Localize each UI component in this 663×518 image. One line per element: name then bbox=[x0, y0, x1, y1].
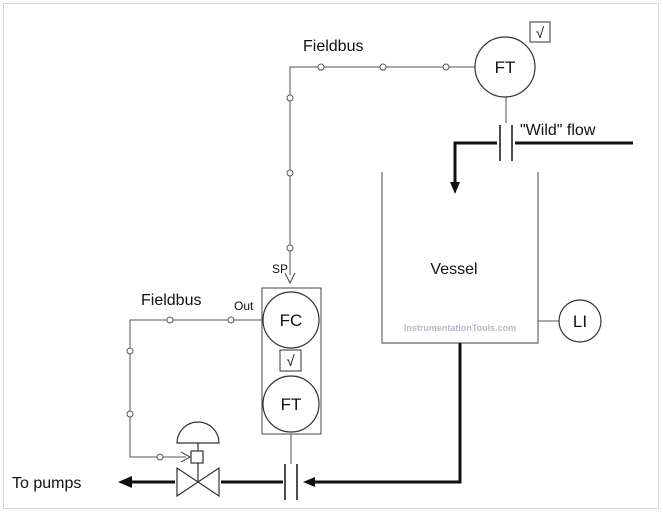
out-label: Out bbox=[234, 299, 254, 313]
bottom-fieldbus-label: Fieldbus bbox=[141, 292, 201, 309]
sqrt-icon-top: √ bbox=[536, 25, 545, 42]
sqrt-icon-bottom: √ bbox=[286, 353, 295, 370]
ft-bottom-circle bbox=[262, 375, 320, 433]
fc-label: FC bbox=[280, 311, 303, 330]
to-pumps-arrowhead bbox=[118, 476, 132, 488]
orifice-plate-bottom bbox=[284, 464, 298, 500]
wild-flow-label: "Wild" flow bbox=[520, 122, 596, 139]
vessel-outlet-pipe bbox=[313, 343, 462, 484]
top-fieldbus-label: Fieldbus bbox=[303, 38, 363, 55]
vessel-label: Vessel bbox=[430, 261, 477, 278]
to-pumps-label: To pumps bbox=[12, 475, 81, 492]
ft-top-label: FT bbox=[495, 58, 516, 77]
sp-label: SP bbox=[272, 262, 288, 276]
ft-top-circle bbox=[474, 36, 536, 98]
wild-flow-arrowhead bbox=[450, 182, 460, 194]
top-fieldbus-nodes bbox=[286, 63, 450, 252]
li-circle bbox=[558, 299, 602, 343]
figure-border bbox=[3, 3, 659, 509]
bottom-fieldbus-nodes bbox=[126, 316, 235, 461]
sqrt-box-bottom bbox=[279, 349, 302, 372]
vessel-outline bbox=[381, 172, 539, 344]
wild-flow-pipe bbox=[453, 141, 633, 185]
sqrt-box-top bbox=[529, 21, 551, 43]
fc-circle bbox=[262, 291, 320, 349]
top-fieldbus-line bbox=[289, 66, 475, 275]
watermark: InstrumentationTools.com bbox=[404, 323, 516, 333]
valve-signal-arrowhead bbox=[180, 451, 192, 463]
outlet-arrowhead bbox=[303, 477, 315, 487]
li-label: LI bbox=[573, 312, 587, 331]
orifice-plate-top bbox=[499, 125, 513, 161]
sp-arrowhead bbox=[284, 272, 296, 285]
ft-bottom-label: FT bbox=[281, 395, 302, 414]
control-valve bbox=[176, 421, 220, 498]
